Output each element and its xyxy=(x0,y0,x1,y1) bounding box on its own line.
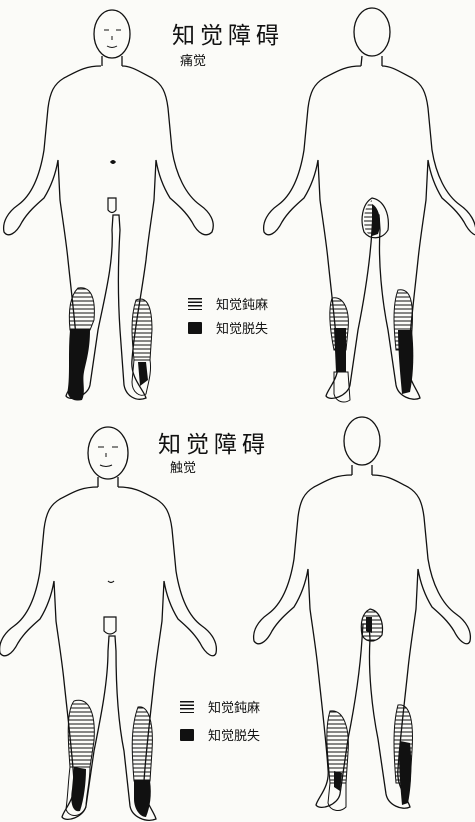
panel-subtitle: 痛觉 xyxy=(180,50,206,69)
panel-subtitle: 触觉 xyxy=(170,457,196,476)
back-head xyxy=(344,417,380,465)
legend-swatch-hatched xyxy=(188,298,202,310)
front-head xyxy=(88,427,128,479)
legend-swatch-hatched xyxy=(180,701,194,713)
front-navel xyxy=(110,160,116,164)
legend-item-solid: 知觉脱失 xyxy=(188,318,268,337)
back-figure xyxy=(254,417,471,810)
back-head xyxy=(354,8,390,56)
legend-label: 知觉脱失 xyxy=(216,318,268,337)
panel-title: 知觉障碍 xyxy=(172,16,284,50)
legend-label: 知觉脱失 xyxy=(208,725,260,744)
front-genital xyxy=(104,617,116,634)
panel-title: 知觉障碍 xyxy=(158,425,270,459)
legend-label: 知觉鈍麻 xyxy=(208,697,260,716)
front-head xyxy=(94,10,130,58)
front-navel xyxy=(108,581,114,583)
back-figure xyxy=(264,8,475,402)
panel-pain-sensation: 知觉障碍 痛觉 知觉鈍麻 知觉脱失 xyxy=(0,0,475,411)
legend-item-hatched: 知觉鈍麻 xyxy=(180,697,260,716)
legend-swatch-solid xyxy=(180,729,194,741)
body-diagram-touch xyxy=(0,411,475,822)
legend-swatch-solid xyxy=(188,322,202,334)
front-figure xyxy=(0,427,216,820)
body-diagram-pain xyxy=(0,0,475,411)
legend-item-solid: 知觉脱失 xyxy=(180,725,260,744)
legend-label: 知觉鈍麻 xyxy=(216,294,268,313)
front-genital xyxy=(108,198,116,213)
panel-touch-sensation: 知觉障碍 触觉 知觉鈍麻 知觉脱失 xyxy=(0,411,475,822)
legend-item-hatched: 知觉鈍麻 xyxy=(188,294,268,313)
